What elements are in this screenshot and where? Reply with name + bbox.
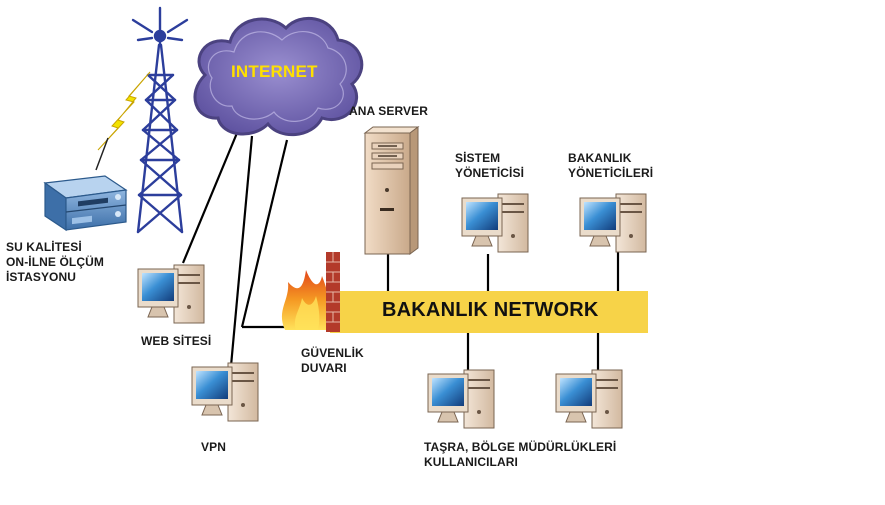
regional-users-label: TAŞRA, BÖLGE MÜDÜRLÜKLERİ KULLANICILARI (424, 440, 617, 469)
server-tower-icon (363, 126, 420, 255)
system-admin-label: SİSTEM YÖNETİCİSİ (455, 151, 525, 180)
radio-tower-icon (131, 6, 189, 234)
ministry-admins-label: BAKANLIK YÖNETİCİLERİ (568, 151, 654, 180)
firewall-label: GÜVENLİK DUVARI (301, 346, 364, 375)
system-admin-computer (461, 193, 529, 253)
vpn-computer (191, 362, 259, 422)
main-server-label: ANA SERVER (349, 104, 429, 118)
regional-user-computer-1 (427, 369, 495, 429)
ministry-admins-computer (579, 193, 647, 253)
network-bar (330, 291, 648, 333)
firewall-icon (281, 252, 340, 332)
lightning-icon (97, 71, 151, 151)
vpn-label: VPN (201, 440, 226, 454)
internet-cloud-icon (193, 17, 364, 137)
station-label: SU KALİTESİ ON-İLNE ÖLÇÜM İSTASYONU (6, 240, 104, 284)
web-site-label: WEB SİTESİ (141, 334, 212, 348)
regional-user-computer-2 (555, 369, 623, 429)
connection-lines (181, 132, 620, 370)
network-label: BAKANLIK NETWORK (382, 299, 599, 321)
internet-label: INTERNET (231, 62, 318, 81)
measurement-device-icon (43, 175, 128, 232)
web-site-computer (137, 264, 205, 324)
